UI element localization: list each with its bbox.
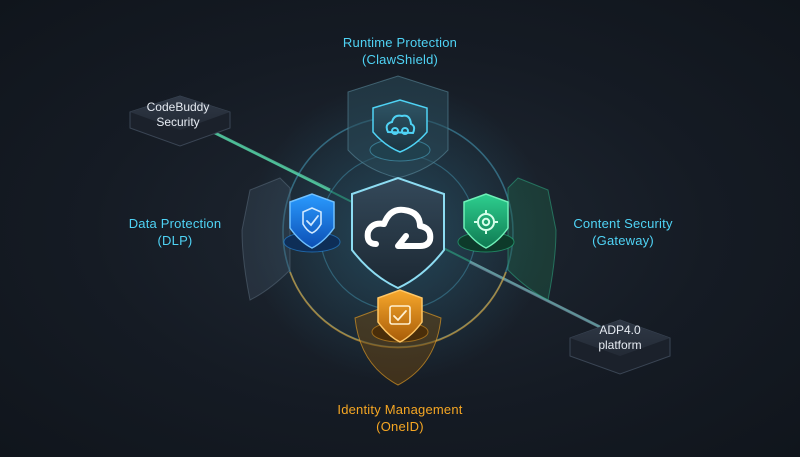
cloud-logo-icon xyxy=(364,206,434,249)
data-title: Data Protection xyxy=(128,216,222,231)
content-ghost-shield xyxy=(507,177,557,301)
adp-line2: platform xyxy=(598,338,642,352)
data-ghost-shield xyxy=(241,177,291,301)
adp-label: ADP4.0 platform xyxy=(568,323,672,353)
data-shield xyxy=(289,193,335,249)
shield-check-icon xyxy=(302,207,322,234)
content-title: Content Security xyxy=(573,216,673,231)
codebuddy-line1: CodeBuddy xyxy=(146,100,210,114)
identity-management-label: Identity Management (OneID) xyxy=(300,401,500,435)
cloud-link-icon xyxy=(385,114,416,135)
adp-platform-box xyxy=(569,319,671,375)
codebuddy-line2: Security xyxy=(156,115,200,129)
content-subtitle: (Gateway) xyxy=(592,233,654,248)
runtime-shield xyxy=(372,99,428,153)
runtime-protection-label: Runtime Protection (ClawShield) xyxy=(300,34,500,68)
gear-icon xyxy=(474,210,498,234)
codebuddy-link xyxy=(204,126,331,192)
adp-link xyxy=(469,260,601,329)
codebuddy-label: CodeBuddy Security xyxy=(128,100,228,130)
runtime-subtitle: (ClawShield) xyxy=(361,52,439,67)
identity-shield xyxy=(377,289,423,343)
content-security-label: Content Security (Gateway) xyxy=(548,215,698,249)
runtime-title: Runtime Protection xyxy=(342,35,458,50)
codebuddy-platform-box xyxy=(129,95,231,147)
identity-title: Identity Management xyxy=(337,402,463,417)
center-shield xyxy=(351,176,445,290)
data-protection-label: Data Protection (DLP) xyxy=(100,215,250,249)
data-subtitle: (DLP) xyxy=(157,233,193,248)
identity-subtitle: (OneID) xyxy=(376,419,424,434)
badge-check-icon xyxy=(389,305,411,325)
content-shield xyxy=(463,193,509,249)
adp-line1: ADP4.0 xyxy=(599,323,641,337)
